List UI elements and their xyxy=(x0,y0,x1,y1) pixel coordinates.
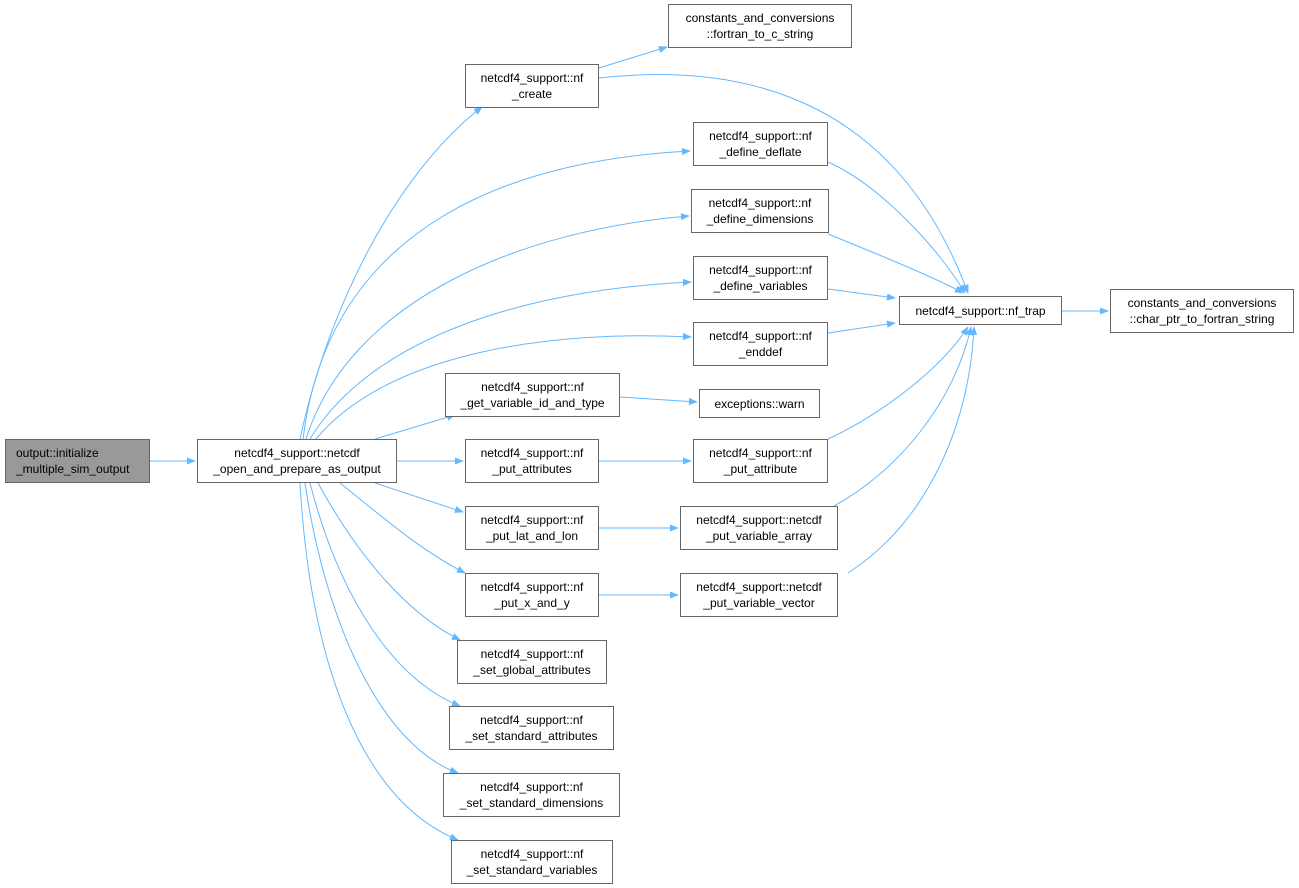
node-label-line: _set_standard_variables xyxy=(466,863,598,877)
edge-open-to-get-variable-id xyxy=(374,413,456,440)
node-label-line: _put_attributes xyxy=(492,462,572,476)
node-put-attribute[interactable]: netcdf4_support::nf _put_attribute xyxy=(693,439,828,483)
node-label-line: netcdf4_support::nf xyxy=(480,71,584,85)
node-label-line: _put_attribute xyxy=(723,462,798,476)
node-label-line: netcdf4_support::nf xyxy=(709,129,812,143)
node-label-line: netcdf4_support::netcdf xyxy=(234,446,360,460)
node-set-global-attributes[interactable]: netcdf4_support::nf _set_global_attribut… xyxy=(457,640,607,684)
node-label-line: _multiple_sim_output xyxy=(16,462,130,476)
node-label-line: netcdf4_support::nf xyxy=(481,380,584,394)
edge-open-to-define-dimensions xyxy=(305,213,690,440)
edge-open-to-set-global-attributes xyxy=(317,482,461,641)
node-label-line: netcdf4_support::netcdf xyxy=(696,513,822,527)
edge-open-to-set-standard-dimensions xyxy=(304,482,459,774)
edge-open-to-put-x-and-y xyxy=(339,482,466,574)
node-define-deflate[interactable]: netcdf4_support::nf _define_deflate xyxy=(693,122,828,166)
node-label-line: netcdf4_support::nf_trap xyxy=(915,303,1046,318)
edge-define-dimensions-to-nf-trap xyxy=(827,233,964,294)
node-get-variable-id[interactable]: netcdf4_support::nf _get_variable_id_and… xyxy=(445,373,620,417)
node-enddef[interactable]: netcdf4_support::nf _enddef xyxy=(693,322,828,366)
edge-open-to-put-lat-and-lon xyxy=(374,482,464,513)
node-nf-trap[interactable]: netcdf4_support::nf_trap xyxy=(899,296,1062,325)
node-fortran-to-c-string[interactable]: constants_and_conversions ::fortran_to_c… xyxy=(668,4,852,48)
node-label-line: ::char_ptr_to_fortran_string xyxy=(1129,312,1275,326)
node-label-line: netcdf4_support::nf xyxy=(480,713,583,727)
node-label-line: netcdf4_support::nf xyxy=(480,647,584,661)
node-label-line: netcdf4_support::nf xyxy=(480,446,584,460)
node-label-line: exceptions::warn xyxy=(714,396,805,411)
node-label-line: _set_standard_dimensions xyxy=(459,796,604,810)
node-set-standard-attributes[interactable]: netcdf4_support::nf _set_standard_attrib… xyxy=(449,706,614,750)
node-put-attributes[interactable]: netcdf4_support::nf _put_attributes xyxy=(465,439,599,483)
node-define-dimensions[interactable]: netcdf4_support::nf _define_dimensions xyxy=(691,189,829,233)
node-label-line: netcdf4_support::nf xyxy=(709,329,812,343)
node-char-ptr-to-fortran-string[interactable]: constants_and_conversions ::char_ptr_to_… xyxy=(1110,289,1294,333)
node-label-line: _set_standard_attributes xyxy=(465,729,598,743)
edge-define-deflate-to-nf-trap xyxy=(827,161,966,294)
edge-define-variables-to-nf-trap xyxy=(827,288,896,301)
node-label-line: _open_and_prepare_as_output xyxy=(213,462,381,476)
edge-put-attribute-to-nf-trap xyxy=(827,326,969,440)
node-label-line: constants_and_conversions xyxy=(685,11,835,25)
node-put-lat-and-lon[interactable]: netcdf4_support::nf _put_lat_and_lon xyxy=(465,506,599,550)
node-label-line: netcdf4_support::nf xyxy=(480,780,583,794)
node-label-line: _define_variables xyxy=(713,279,808,293)
node-label-line: netcdf4_support::netcdf xyxy=(696,580,822,594)
edge-nf-create-to-fortran-to-c-string xyxy=(598,45,668,69)
node-label-line: ::fortran_to_c_string xyxy=(706,27,814,41)
node-label-line: _enddef xyxy=(738,345,783,359)
node-label-line: _put_x_and_y xyxy=(494,596,570,610)
edge-open-to-set-standard-variables xyxy=(299,482,459,841)
node-nf-create[interactable]: netcdf4_support::nf _create xyxy=(465,64,599,108)
edge-enddef-to-nf-trap xyxy=(827,320,896,334)
node-put-variable-vector[interactable]: netcdf4_support::netcdf _put_variable_ve… xyxy=(680,573,838,617)
node-label-line: _define_deflate xyxy=(719,145,802,159)
node-label-line: netcdf4_support::nf xyxy=(708,196,812,210)
node-label-line: netcdf4_support::nf xyxy=(709,446,812,460)
node-set-standard-variables[interactable]: netcdf4_support::nf _set_standard_variab… xyxy=(451,840,613,884)
node-label-line: _create xyxy=(511,87,553,101)
node-define-variables[interactable]: netcdf4_support::nf _define_variables xyxy=(693,256,828,300)
node-set-standard-dimensions[interactable]: netcdf4_support::nf _set_standard_dimens… xyxy=(443,773,620,817)
node-label-line: netcdf4_support::nf xyxy=(480,513,584,527)
edge-open-to-set-standard-attributes xyxy=(309,482,461,707)
node-label-line: constants_and_conversions xyxy=(1127,296,1277,310)
node-put-variable-array[interactable]: netcdf4_support::netcdf _put_variable_ar… xyxy=(680,506,838,550)
edge-get-variable-id-to-warn xyxy=(619,396,698,406)
edge-open-to-define-variables xyxy=(309,278,692,440)
node-label-line: netcdf4_support::nf xyxy=(480,580,584,594)
node-warn[interactable]: exceptions::warn xyxy=(699,389,820,418)
edge-open-to-define-deflate xyxy=(302,147,691,440)
node-label-line: netcdf4_support::nf xyxy=(480,847,584,861)
node-label-line: _put_variable_array xyxy=(705,529,813,543)
edge-put-variable-vector-to-nf-trap xyxy=(847,326,978,574)
node-label-line: _put_lat_and_lon xyxy=(485,529,579,543)
node-label-line: _set_global_attributes xyxy=(473,663,591,677)
node-label-line: _put_variable_vector xyxy=(703,596,815,610)
edge-open-to-enddef xyxy=(315,332,692,440)
node-root[interactable]: output::initialize _multiple_sim_output xyxy=(5,439,150,483)
node-label-line: _get_variable_id_and_type xyxy=(460,396,605,410)
node-put-x-and-y[interactable]: netcdf4_support::nf _put_x_and_y xyxy=(465,573,599,617)
node-label-line: _define_dimensions xyxy=(706,212,814,226)
node-label-line: netcdf4_support::nf xyxy=(709,263,812,277)
node-open[interactable]: netcdf4_support::netcdf _open_and_prepar… xyxy=(197,439,397,483)
node-label-line: output::initialize xyxy=(16,446,99,460)
edge-put-variable-array-to-nf-trap xyxy=(833,326,973,507)
edge-nf-create-to-nf-trap xyxy=(598,74,969,294)
